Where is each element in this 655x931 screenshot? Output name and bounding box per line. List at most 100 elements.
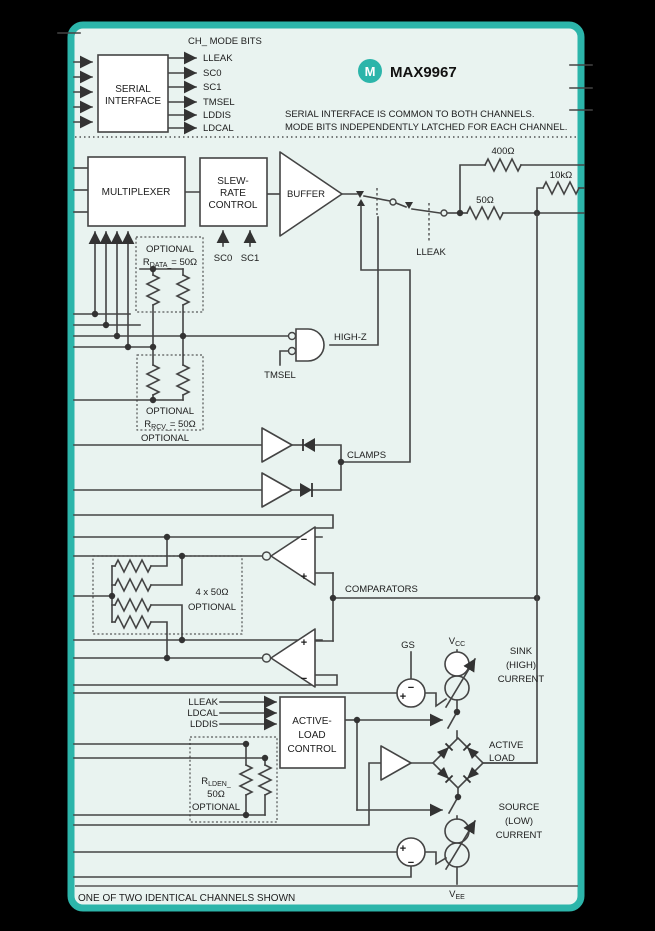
- comparator-minus: −: [301, 673, 307, 685]
- alc-label3: CONTROL: [288, 744, 337, 755]
- mode-bit-lleak: LLEAK: [203, 53, 233, 64]
- source-label2: (LOW): [505, 816, 533, 827]
- box-4x50-label: 4 x 50Ω: [196, 587, 229, 598]
- sink-label2: (HIGH): [506, 660, 536, 671]
- r50-label: 50Ω: [476, 195, 494, 206]
- switch-contact-icon: [357, 199, 365, 206]
- alc-in-lleak: LLEAK: [188, 697, 218, 708]
- multiplexer-block: [87, 156, 186, 227]
- switch-open-contact: [440, 209, 448, 217]
- comparator-plus: +: [301, 571, 307, 583]
- rlden-optional-box: [189, 736, 278, 823]
- gs-pin: GS: [401, 640, 415, 651]
- source-amp-minus: −: [408, 857, 414, 869]
- switch-open-contact: [389, 198, 397, 206]
- gs-amp: [396, 678, 426, 708]
- slew-label3: CONTROL: [209, 200, 258, 211]
- mode-bit-sc1: SC1: [203, 82, 221, 93]
- note-line1: SERIAL INTERFACE IS COMMON TO BOTH CHANN…: [285, 109, 535, 120]
- tmsel-pin: TMSEL: [264, 370, 296, 381]
- load-buffer: [380, 745, 412, 781]
- comparators-label: COMPARATORS: [345, 584, 418, 595]
- switch-contact-icon: [356, 191, 364, 198]
- gate-bubble: [287, 331, 297, 341]
- vcc-pin: VCC: [449, 636, 465, 648]
- source-amp: [396, 837, 426, 867]
- part-number: MAX9967: [390, 64, 457, 81]
- vee-pin: VEE: [449, 889, 465, 901]
- lleak-switch-label: LLEAK: [416, 247, 446, 258]
- gs-minus: −: [408, 682, 414, 694]
- highz-section: HIGH-Z TMSEL: [264, 216, 379, 381]
- clamp-buffer: [261, 427, 293, 463]
- comparator-output-bubble: [261, 551, 272, 561]
- source-amp-plus: +: [400, 843, 406, 855]
- rdata-value-label: RDATA_= 50Ω: [143, 257, 197, 269]
- clamp-diode-icon: [300, 483, 312, 497]
- mode-bit-tmsel: TMSEL: [203, 97, 235, 108]
- clamps-label: CLAMPS: [347, 450, 386, 461]
- rlden-value: 50Ω: [207, 789, 225, 800]
- multiplexer-label: MULTIPLEXER: [102, 187, 171, 198]
- slew-label1: SLEW-: [217, 176, 249, 187]
- r400-label: 400Ω: [492, 146, 515, 157]
- driver-section: MULTIPLEXER SLEW- RATE CONTROL BUFFER SC…: [73, 146, 585, 264]
- serial-interface-block: [97, 54, 169, 133]
- comparator-output-bubble: [261, 653, 272, 663]
- sink-current-source: [444, 651, 470, 677]
- slew-rate-block: [199, 157, 268, 227]
- rrcv-optional-box: [136, 354, 204, 431]
- rdata-optional-label: OPTIONAL: [146, 244, 194, 255]
- footer-caption: ONE OF TWO IDENTICAL CHANNELS SHOWN: [78, 893, 295, 904]
- note-line2: MODE BITS INDEPENDENTLY LATCHED FOR EACH…: [285, 122, 567, 133]
- highz-and-gate: [295, 328, 325, 362]
- brand: M MAX9967 SERIAL INTERFACE IS COMMON TO …: [285, 59, 567, 133]
- active-load-section: ACTIVE- LOAD CONTROL LLEAK LDCAL LDDIS R…: [73, 636, 545, 901]
- clamp-optional-label: OPTIONAL: [141, 433, 189, 444]
- mode-bit-lddis: LDDIS: [203, 110, 231, 121]
- comparator-plus: +: [301, 637, 307, 649]
- buffer-label: BUFFER: [287, 189, 325, 200]
- sc0-pin: SC0: [214, 253, 232, 264]
- alc-in-lddis: LDDIS: [190, 719, 218, 730]
- box-4x50-optional: OPTIONAL: [188, 602, 236, 613]
- clamp-diode-icon: [303, 438, 315, 452]
- clamps-section: OPTIONAL CLAMPS: [73, 205, 411, 508]
- maxim-logo-icon: [358, 59, 382, 83]
- rlden-label: RLDEN_: [201, 776, 231, 788]
- comparator-high: [270, 526, 316, 586]
- alc-label1: ACTIVE-: [292, 716, 331, 727]
- sink-adjust-arrow: [444, 657, 477, 709]
- active-load-label2: LOAD: [489, 753, 515, 764]
- sink-label1: SINK: [510, 646, 533, 657]
- serial-interface-section: SERIAL INTERFACE CH_ MODE BITS LLEAK SC0…: [73, 36, 262, 135]
- alc-label2: LOAD: [298, 730, 325, 741]
- termination-section: OPTIONAL RDATA_= 50Ω OPTIONAL RRCV_= 50Ω: [73, 231, 289, 431]
- rrcv-value-label: RRCV_= 50Ω: [144, 419, 195, 431]
- bridge-diodes: [437, 742, 479, 784]
- comparator-section: 4 x 50Ω OPTIONAL − + + − COMPARATORS: [73, 514, 541, 688]
- serial-interface-label2: INTERFACE: [105, 96, 161, 107]
- switch-contact-icon: [405, 202, 413, 209]
- clamp-buffer: [261, 472, 293, 508]
- sink-current-source: [444, 675, 470, 701]
- rrcv-optional-label: OPTIONAL: [146, 406, 194, 417]
- source-label1: SOURCE: [499, 802, 540, 813]
- mode-bit-ldcal: LDCAL: [203, 123, 234, 134]
- comparator-low: [270, 628, 316, 688]
- maxim-logo-letter: M: [365, 64, 376, 79]
- diagram-panel: [67, 21, 585, 912]
- active-load-label1: ACTIVE: [489, 740, 523, 751]
- active-load-control-block: [279, 696, 346, 769]
- mode-bits-title: CH_ MODE BITS: [188, 36, 262, 47]
- gs-plus: +: [400, 691, 406, 703]
- edge-stubs: [57, 32, 593, 111]
- source-current-source: [444, 842, 470, 868]
- comparator-minus: −: [301, 534, 307, 546]
- serial-interface-label: SERIAL: [115, 84, 151, 95]
- buffer-amp: [279, 151, 343, 237]
- highz-label: HIGH-Z: [334, 332, 367, 343]
- sink-label3: CURRENT: [498, 674, 545, 685]
